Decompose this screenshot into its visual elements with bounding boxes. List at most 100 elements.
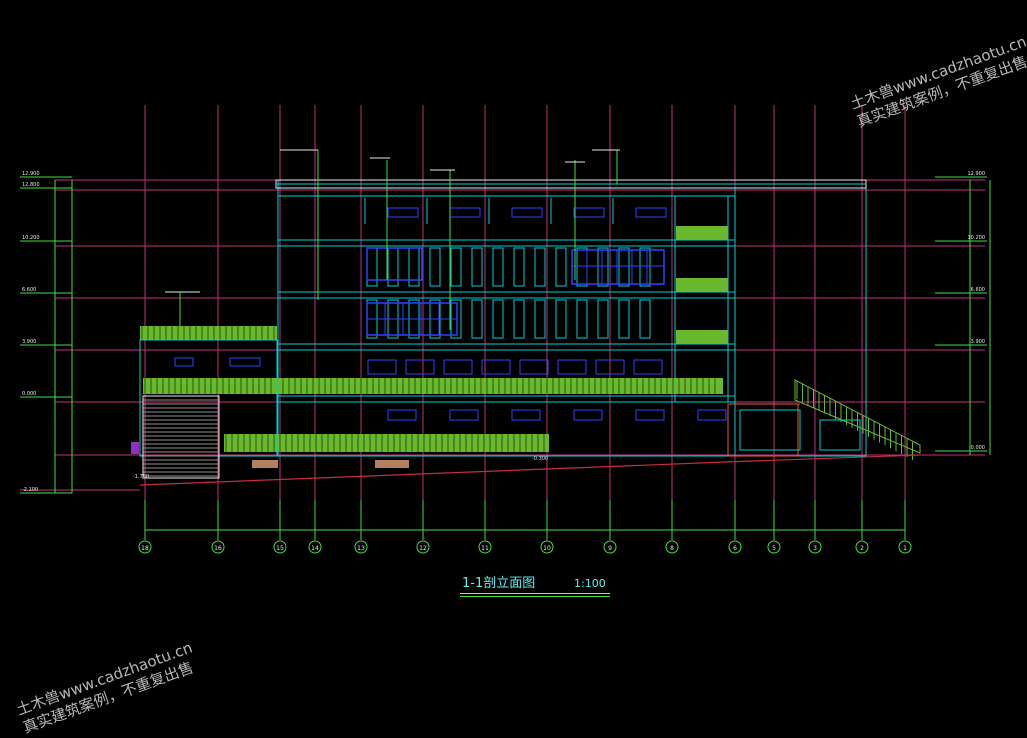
window-2f (481, 359, 511, 375)
purple-marker (131, 442, 139, 454)
annex (727, 403, 799, 457)
axis-label: 6 (733, 545, 737, 552)
window-tall (576, 247, 588, 287)
green-panel (676, 226, 728, 240)
window-tall (471, 299, 483, 339)
green-panel (676, 330, 728, 344)
left-elevation-label: -2.100 (22, 487, 38, 493)
window-tall (513, 247, 525, 287)
axis-label: 11 (481, 545, 489, 552)
axis-label: 10 (543, 545, 551, 552)
window-grid (571, 249, 665, 285)
right-elevation-label: 0.000 (971, 445, 985, 451)
window-tall (555, 299, 567, 339)
window-tall (639, 299, 651, 339)
podium-stair (142, 395, 220, 479)
window-top (387, 207, 419, 218)
green-band (224, 434, 549, 452)
window-1f (511, 409, 541, 421)
axis-bubble (273, 540, 287, 554)
left-elevation-label: 6.600 (22, 287, 36, 293)
ground-line-2 (724, 454, 921, 463)
slope-stair (794, 379, 921, 454)
axis-bubble (211, 540, 225, 554)
right-elevation-label: 6.600 (971, 287, 985, 293)
podium-window (174, 357, 194, 367)
axis-bubble (138, 540, 152, 554)
axis-bubble (416, 540, 430, 554)
left-elevation-label: 12.900 (22, 171, 40, 177)
axis-label: 16 (214, 545, 222, 552)
window-top (511, 207, 543, 218)
window-2f (405, 359, 435, 375)
window-1f (573, 409, 603, 421)
ground-level-label: -0.300 (532, 456, 548, 462)
window-tall (618, 299, 630, 339)
right-elevation-label: 12.900 (968, 171, 986, 177)
window-2f (557, 359, 587, 375)
axis-bubble (855, 540, 869, 554)
window-tall (513, 299, 525, 339)
window-tall (555, 247, 567, 287)
window-tall (429, 247, 441, 287)
axis-label: 5 (772, 545, 776, 552)
axis-label: 1 (903, 545, 907, 552)
axis-label: 8 (670, 545, 674, 552)
building-outline (277, 179, 867, 457)
window-tall (534, 299, 546, 339)
left-elevation-label: 0.000 (22, 391, 36, 397)
left-elevation-label: 12.800 (22, 182, 40, 188)
axis-label: 12 (419, 545, 427, 552)
annex-window-2 (819, 419, 861, 451)
title-underline (460, 593, 610, 594)
window-tall (492, 247, 504, 287)
ground-line (139, 461, 726, 486)
window-1f (387, 409, 417, 421)
axis-label: 14 (311, 545, 319, 552)
drawing-scale: 1:100 (574, 577, 606, 590)
axis-bubble (808, 540, 822, 554)
ground-level-label: -1.750 (133, 474, 149, 480)
podium-window (229, 357, 261, 367)
window-2f (595, 359, 625, 375)
right-elevation-label: 10.200 (968, 235, 986, 241)
axis-label: 18 (141, 545, 149, 552)
axis-label: 13 (357, 545, 365, 552)
annex-window (739, 409, 801, 451)
axis-bubble (767, 540, 781, 554)
axis-label: 3 (813, 545, 817, 552)
window-1f (635, 409, 665, 421)
axis-bubble (665, 540, 679, 554)
window-tall (597, 299, 609, 339)
step-block (252, 460, 278, 468)
window-grid (366, 247, 423, 281)
axis-label: 2 (860, 545, 864, 552)
window-2f (443, 359, 473, 375)
step-block (375, 460, 409, 468)
window-tall (618, 247, 630, 287)
window-2f (519, 359, 549, 375)
window-tall (450, 247, 462, 287)
window-tall (576, 299, 588, 339)
left-elevation-label: 3.900 (22, 339, 36, 345)
window-1f (449, 409, 479, 421)
window-tall (471, 247, 483, 287)
window-top (635, 207, 667, 218)
window-tall (639, 247, 651, 287)
window-tall (534, 247, 546, 287)
axis-bubble (478, 540, 492, 554)
elevation-drawing: 18 16 15 14 13 12 11 10 9 8 6 5 3 2 1 12.900 12.800 10.20… (20, 105, 991, 554)
axis-label: 15 (276, 545, 284, 552)
axis-bubble (603, 540, 617, 554)
left-elevation-label: 10.200 (22, 235, 40, 241)
axis-bubble (898, 540, 912, 554)
window-tall (492, 299, 504, 339)
axis-bubble (354, 540, 368, 554)
window-1f (697, 409, 727, 421)
drawing-title: 1-1剖立面图 (462, 576, 536, 591)
window-2f (367, 359, 397, 375)
green-panel (676, 278, 728, 292)
axis-bubble (308, 540, 322, 554)
axis-bubble (540, 540, 554, 554)
axis-label: 9 (608, 545, 612, 552)
